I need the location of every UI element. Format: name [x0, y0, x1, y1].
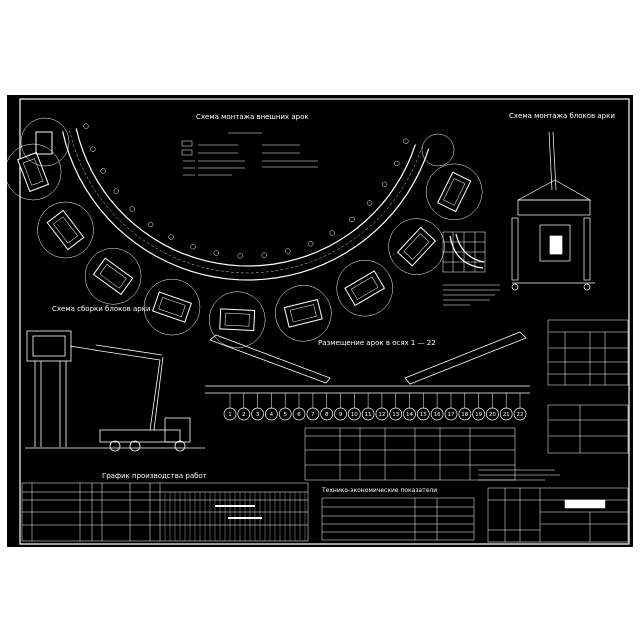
crane-position-marker: [285, 248, 291, 254]
arch-band: [4, 117, 483, 348]
axis-label: 9: [339, 412, 343, 418]
axis-marker: [472, 407, 485, 421]
axis-marker: [458, 407, 472, 421]
axis-marker: [223, 407, 237, 421]
crane-graph: [442, 231, 500, 306]
axis-label: 11: [365, 412, 372, 418]
crane-position-marker: [190, 244, 196, 250]
tech-econ-table: Технико-экономические показатели: [321, 487, 475, 541]
outer-arch-title: Схема монтажа внешних арок: [196, 113, 309, 121]
schedule-grid: [164, 492, 306, 541]
axis-marker: [251, 407, 264, 421]
axis-label: 16: [434, 412, 441, 418]
crane-position-marker: [113, 188, 119, 194]
crane-position-marker: [381, 181, 388, 187]
crane-position-marker: [349, 216, 355, 223]
axis-marker: [403, 407, 416, 421]
crane-position-marker: [403, 138, 409, 144]
arch-block: [46, 209, 85, 251]
materials-table: [304, 427, 516, 481]
crane-position-marker: [100, 168, 106, 174]
axis-marker: [499, 407, 513, 421]
axis-marker: [444, 407, 458, 421]
axis-label: 3: [256, 412, 260, 418]
arch-block: [437, 171, 472, 213]
block-montage-title: Схема монтажа блоков арки: [509, 112, 615, 120]
axis-label: 4: [270, 412, 274, 418]
axis-marker: [334, 407, 347, 421]
axis-marker: [486, 407, 499, 421]
axis-label: 19: [475, 412, 482, 418]
axis-label: 7: [311, 412, 315, 418]
crane-position-marker: [237, 253, 243, 259]
outer-arch-scheme: Схема монтажа внешних арок: [4, 113, 483, 348]
arch-block: [152, 291, 192, 323]
axis-marker: [320, 407, 334, 421]
axis-marker: [347, 407, 361, 421]
axis-label: 8: [325, 412, 329, 418]
crane-position-marker: [168, 234, 174, 240]
legend: [181, 132, 318, 176]
axis-marker: [292, 407, 306, 421]
axis-label: 21: [503, 412, 510, 418]
axis-label: 22: [517, 412, 524, 418]
welding-title: Схема сборки блоков арки: [52, 305, 150, 313]
axis-marker: [306, 407, 320, 421]
crane-position-marker: [261, 252, 267, 258]
arch-block: [92, 257, 134, 296]
axis-label: 10: [351, 412, 358, 418]
schedule-title: График производства работ: [102, 472, 207, 480]
axis-label: 12: [378, 412, 385, 418]
drawing-background: [7, 95, 633, 547]
axis-label: 20: [489, 412, 496, 418]
axis-marker: [361, 407, 375, 421]
crane-position-marker: [213, 250, 219, 256]
welding-scheme: Схема сборки блоков арки: [25, 305, 205, 452]
axis-label: 13: [392, 412, 399, 418]
crane-position-marker: [148, 221, 154, 228]
axis-label: 1: [228, 412, 232, 418]
arch-block: [396, 226, 437, 267]
block-montage-scheme: Схема монтажа блоков арки: [509, 112, 615, 291]
tech-econ-title: Технико-экономические показатели: [321, 487, 437, 494]
crane-position-marker: [129, 206, 135, 212]
axis-label: 15: [420, 412, 427, 418]
axis-marker: [375, 407, 389, 421]
axis-label: 14: [406, 412, 413, 418]
axis-marker: [416, 407, 430, 421]
arch-block: [283, 298, 323, 328]
axis-marker: [278, 407, 292, 421]
axis-marker: [237, 407, 251, 421]
axis-marker: [389, 407, 403, 421]
axis-label: 17: [448, 412, 455, 418]
axis-marker: [513, 407, 527, 421]
placement-title: Размещение арок в осях 1 — 22: [318, 339, 436, 347]
axis-label: 2: [242, 412, 246, 418]
crane-position-marker: [83, 123, 89, 129]
right-tables: [547, 319, 629, 454]
axis-label: 18: [461, 412, 468, 418]
axis-label: 6: [297, 412, 301, 418]
arch-block: [344, 270, 386, 307]
crane-position-marker: [394, 160, 400, 167]
drawing-frame: [19, 98, 630, 545]
crane-position-marker: [90, 146, 96, 152]
crane-position-marker: [308, 241, 314, 247]
crane-position-marker: [329, 230, 335, 236]
axis-marker: [430, 407, 444, 421]
schedule-table: График производства работ: [21, 472, 309, 542]
crane-position-marker: [366, 200, 373, 206]
axis-marker: [265, 407, 278, 421]
title-block: [478, 469, 629, 543]
axis-label: 5: [283, 412, 287, 418]
